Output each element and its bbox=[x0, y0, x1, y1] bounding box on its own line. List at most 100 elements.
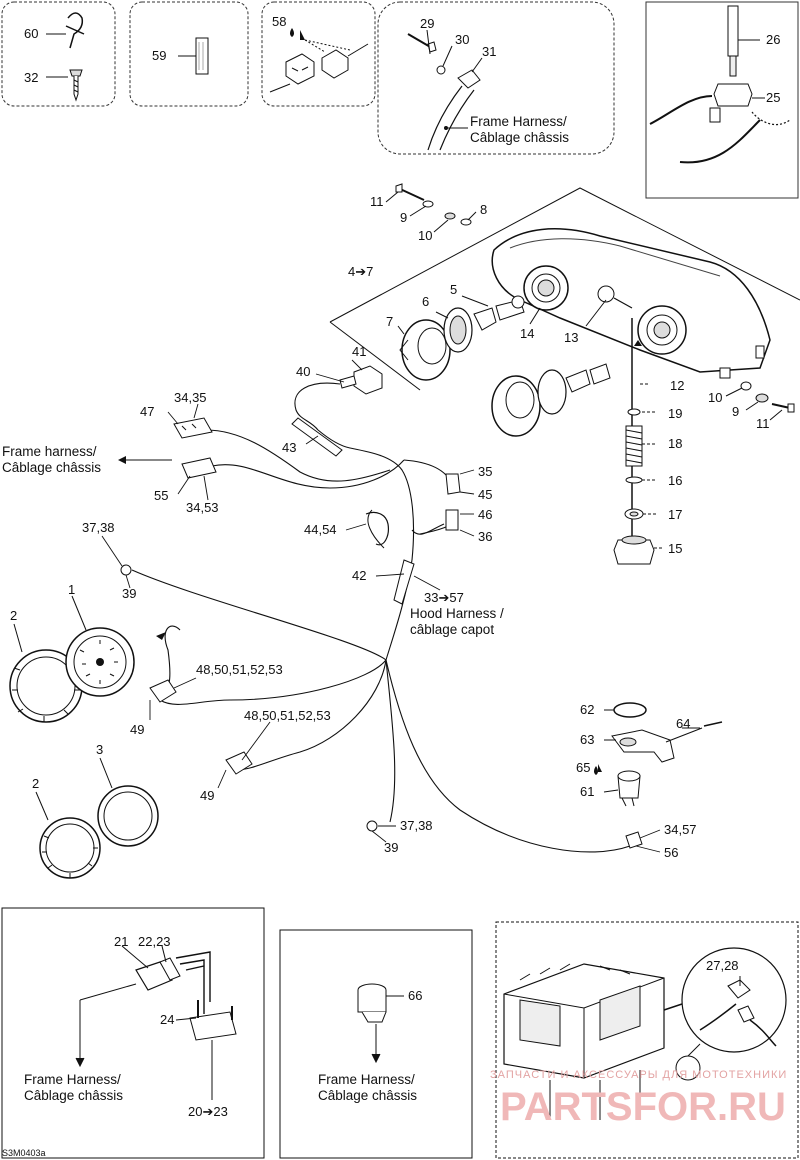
callout-3: 3 bbox=[96, 742, 103, 757]
callout-49-a: 49 bbox=[130, 722, 144, 737]
callout-5: 5 bbox=[450, 282, 457, 297]
callout-44-54: 44,54 bbox=[304, 522, 337, 537]
callout-25: 25 bbox=[766, 90, 780, 105]
callout-8: 8 bbox=[480, 202, 487, 217]
callout-9-top: 9 bbox=[400, 210, 407, 225]
callout-10-top: 10 bbox=[418, 228, 432, 243]
caption-frame-harness-left-line2: Câblage châssis bbox=[2, 460, 101, 475]
caption-frame-harness-bl-line1: Frame Harness/ bbox=[24, 1072, 121, 1087]
caption-frame-harness-top-line1: Frame Harness/ bbox=[470, 114, 567, 129]
callout-7: 7 bbox=[386, 314, 393, 329]
callout-32: 32 bbox=[24, 70, 38, 85]
callout-31: 31 bbox=[482, 44, 496, 59]
inset-panel-connector bbox=[261, 1, 376, 107]
callout-35: 35 bbox=[478, 464, 492, 479]
callout-1: 1 bbox=[68, 582, 75, 597]
caption-frame-harness-top-line2: Câblage châssis bbox=[470, 130, 569, 145]
callout-59: 59 bbox=[152, 48, 166, 63]
callout-47: 47 bbox=[140, 404, 154, 419]
watermark-line1: ЗАПЧАСТИ И АКСЕССУАРЫ ДЛЯ МОТОТЕХНИКИ bbox=[490, 1069, 787, 1081]
adjuster-stack bbox=[613, 318, 664, 565]
callout-21: 21 bbox=[114, 934, 128, 949]
callout-39-a: 39 bbox=[122, 586, 136, 601]
caption-frame-harness-left-line1: Frame harness/ bbox=[2, 444, 97, 459]
droplet-icon bbox=[290, 28, 598, 775]
inset-panel-bottom-right bbox=[495, 921, 799, 1159]
callout-36: 36 bbox=[478, 529, 492, 544]
watermark-line2: PARTSFOR.RU bbox=[500, 1085, 786, 1129]
callout-45: 45 bbox=[478, 487, 492, 502]
callout-58: 58 bbox=[272, 14, 286, 29]
watermark: ЗАПЧАСТИ И АКСЕССУАРЫ ДЛЯ МОТОТЕХНИКИ PA… bbox=[490, 1069, 787, 1129]
gauge-group bbox=[9, 595, 166, 879]
callout-20-23: 20➔23 bbox=[188, 1104, 228, 1119]
callout-40: 40 bbox=[296, 364, 310, 379]
callout-26: 26 bbox=[766, 32, 780, 47]
callout-9-right: 9 bbox=[732, 404, 739, 419]
callout-62: 62 bbox=[580, 702, 594, 717]
callout-34-35-a: 34,35 bbox=[174, 390, 207, 405]
callout-63: 63 bbox=[580, 732, 594, 747]
callout-61: 61 bbox=[580, 784, 594, 799]
caption-frame-harness-bm-line1: Frame Harness/ bbox=[318, 1072, 415, 1087]
callout-60: 60 bbox=[24, 26, 38, 41]
callout-37-38-a: 37,38 bbox=[82, 520, 115, 535]
inset-panel-bottom-left bbox=[1, 907, 265, 1159]
callout-56: 56 bbox=[664, 845, 678, 860]
callout-48-53-b: 48,50,51,52,53 bbox=[244, 708, 331, 723]
callout-19: 19 bbox=[668, 406, 682, 421]
callout-27-28: 27,28 bbox=[706, 958, 739, 973]
callout-42: 42 bbox=[352, 568, 366, 583]
callout-64: 64 bbox=[676, 716, 690, 731]
callout-37-38-b: 37,38 bbox=[400, 818, 433, 833]
callout-66: 66 bbox=[408, 988, 422, 1003]
callout-24: 24 bbox=[160, 1012, 174, 1027]
callout-33-57: 33➔57 bbox=[424, 590, 464, 605]
harness-leaders bbox=[101, 359, 661, 853]
screw-washer-set-top bbox=[385, 183, 477, 233]
diagram-code: S3M0403a bbox=[2, 1148, 46, 1158]
callout-12: 12 bbox=[670, 378, 684, 393]
inset-panel-switch bbox=[645, 1, 799, 199]
headlight-assembly bbox=[329, 187, 800, 391]
callout-11-top: 11 bbox=[370, 194, 384, 209]
bulb-socket-group bbox=[397, 295, 611, 437]
captions: Frame Harness/ Câblage châssis Frame har… bbox=[2, 114, 569, 1103]
callout-15: 15 bbox=[668, 541, 682, 556]
inset-panel-clamp-screw bbox=[1, 1, 116, 107]
callout-55: 55 bbox=[154, 488, 168, 503]
callout-34-53: 34,53 bbox=[186, 500, 219, 515]
caption-hood-harness-line2: câblage capot bbox=[410, 622, 494, 637]
caption-frame-harness-bm-line2: Câblage châssis bbox=[318, 1088, 417, 1103]
harness-components bbox=[120, 365, 643, 849]
callout-39-b: 39 bbox=[384, 840, 398, 855]
callout-10-right: 10 bbox=[708, 390, 722, 405]
callout-18: 18 bbox=[668, 436, 682, 451]
callout-29: 29 bbox=[420, 16, 434, 31]
callout-22-23: 22,23 bbox=[138, 934, 171, 949]
inset-panel-bottom-middle bbox=[279, 929, 473, 1159]
inset-panel-frame-harness-top bbox=[377, 1, 615, 155]
callout-17: 17 bbox=[668, 507, 682, 522]
socket-stack bbox=[598, 702, 723, 807]
callout-48-53-a: 48,50,51,52,53 bbox=[196, 662, 283, 677]
callout-65: 65 bbox=[576, 760, 590, 775]
caption-hood-harness-line1: Hood Harness / bbox=[410, 606, 504, 621]
screw-washer-set-right bbox=[725, 381, 795, 421]
callout-41: 41 bbox=[352, 344, 366, 359]
callout-16: 16 bbox=[668, 473, 682, 488]
callout-6: 6 bbox=[422, 294, 429, 309]
inset-panel-tie bbox=[129, 1, 249, 107]
callout-49-b: 49 bbox=[200, 788, 214, 803]
callout-4-7: 4➔7 bbox=[348, 264, 373, 279]
callout-labels: 60 32 59 58 29 30 31 26 25 11 9 8 10 4➔7… bbox=[10, 14, 780, 1119]
wiring-harness bbox=[131, 382, 631, 853]
callout-2-a: 2 bbox=[10, 608, 17, 623]
callout-34-57: 34,57 bbox=[664, 822, 697, 837]
callout-2-b: 2 bbox=[32, 776, 39, 791]
callout-43: 43 bbox=[282, 440, 296, 455]
callout-11-right: 11 bbox=[756, 416, 770, 431]
callout-30: 30 bbox=[455, 32, 469, 47]
callout-14: 14 bbox=[520, 326, 534, 341]
